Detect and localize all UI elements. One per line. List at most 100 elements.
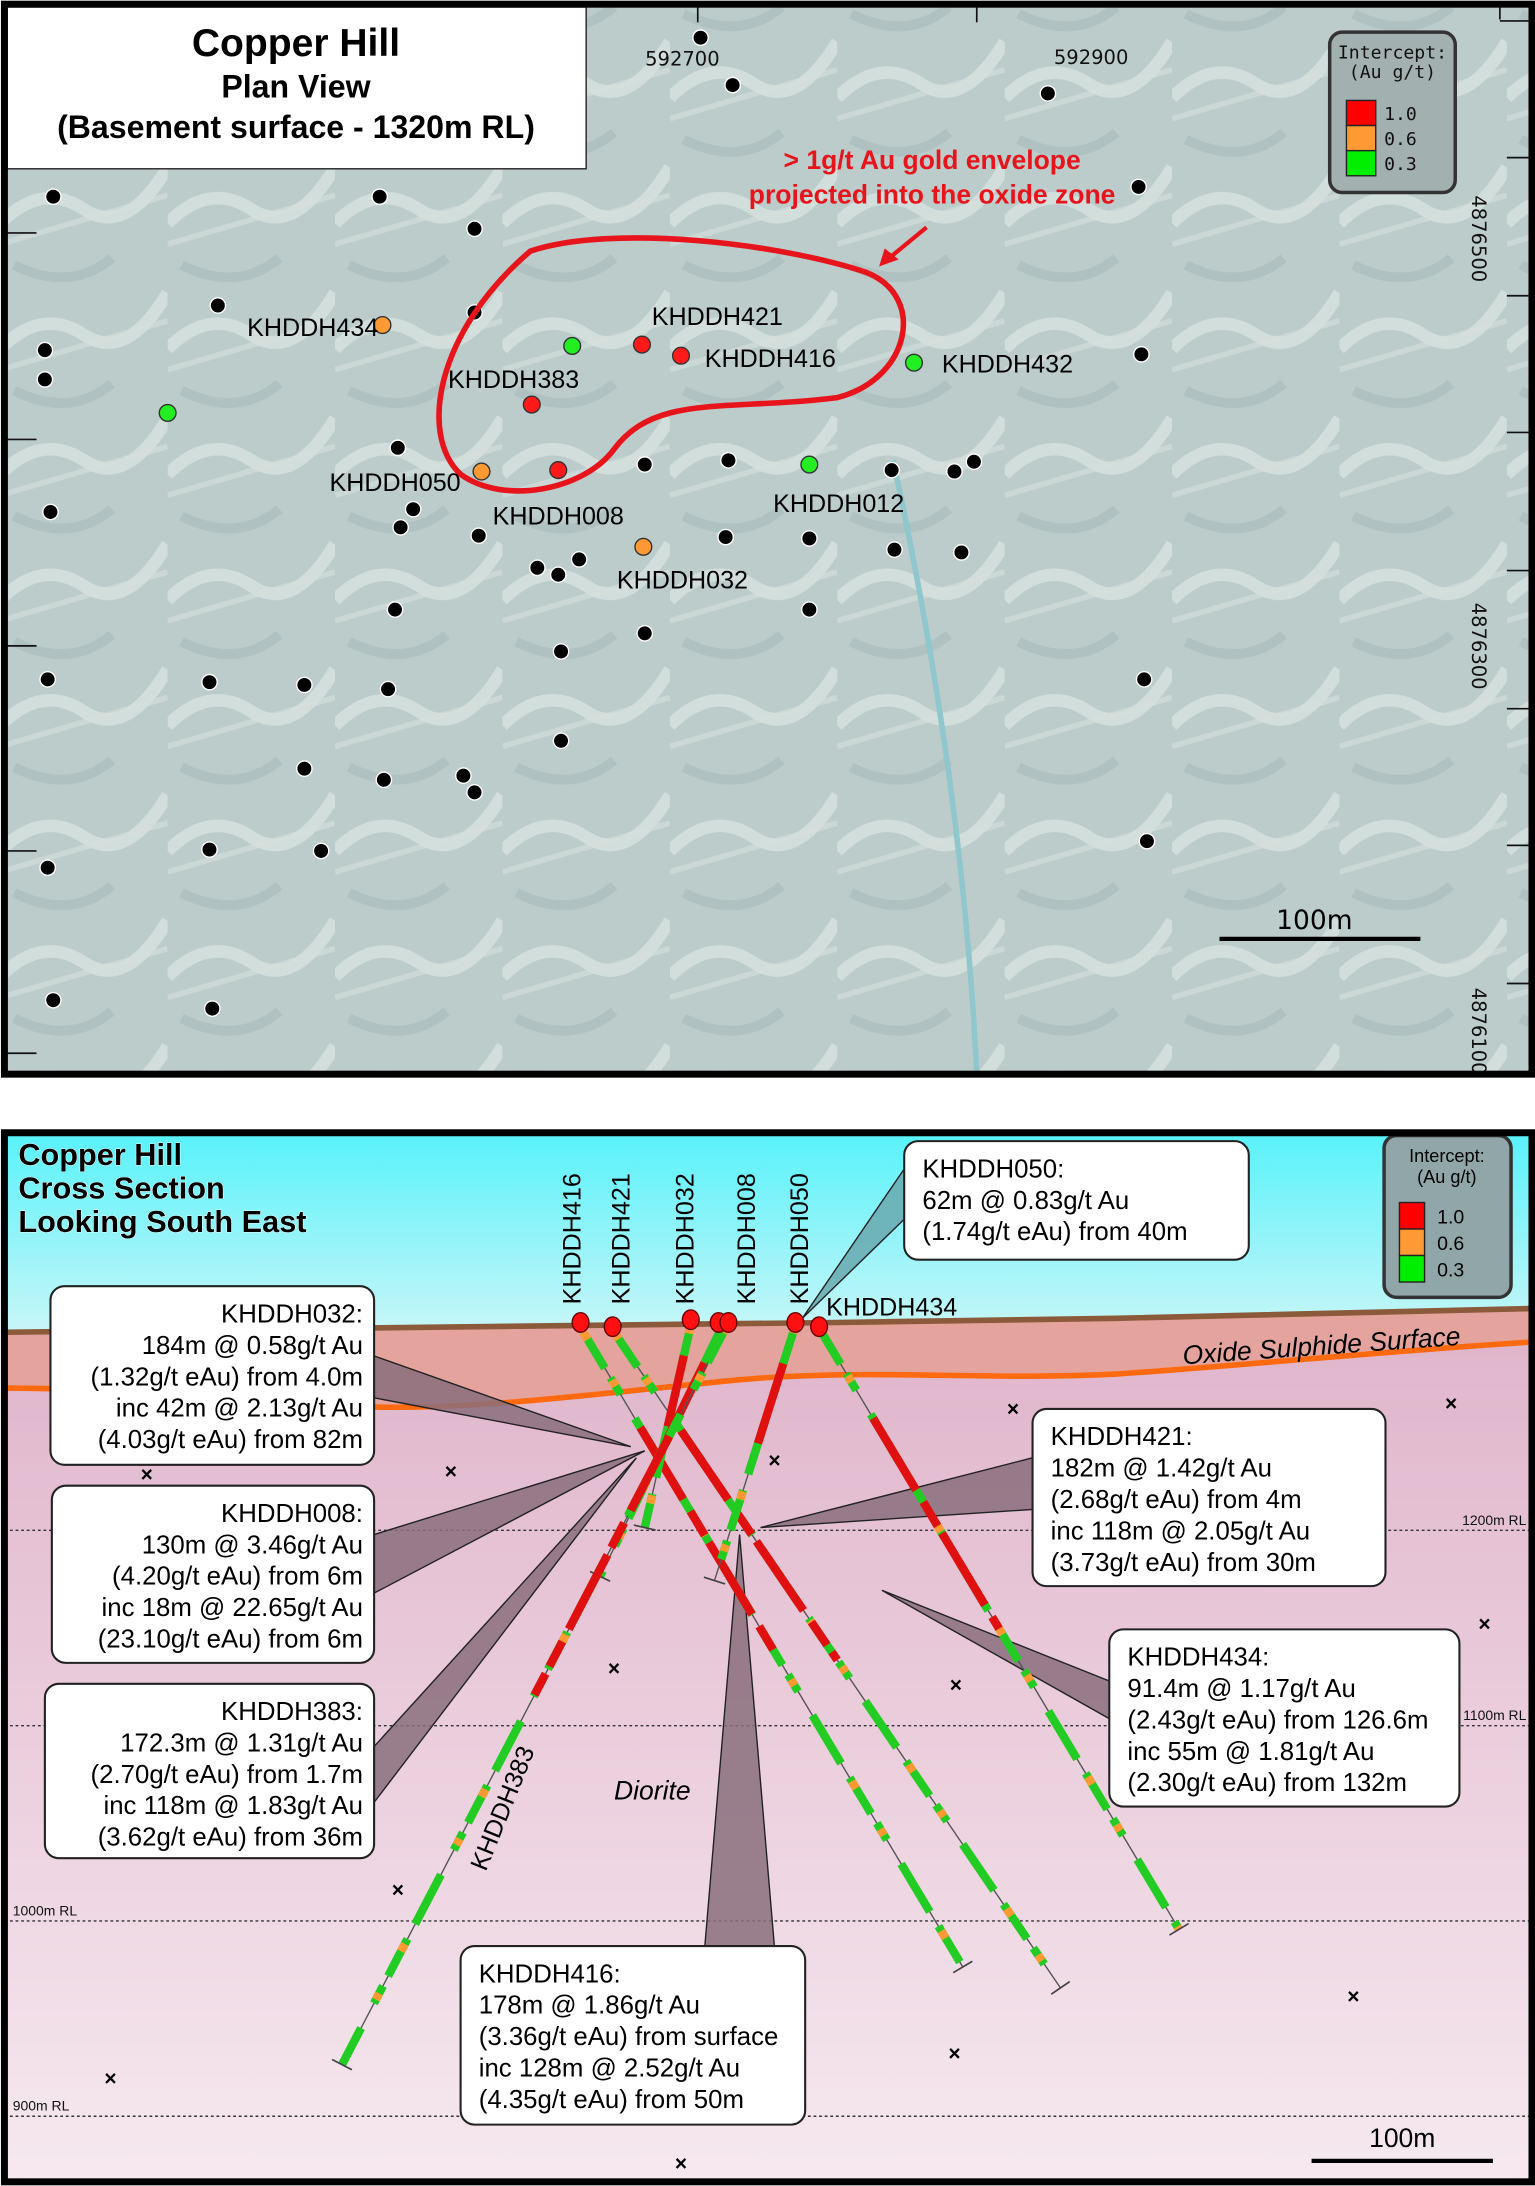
grid-ticks bbox=[5, 5, 1531, 1055]
cross-mark: × bbox=[104, 2068, 116, 2091]
callout-line: inc 55m @ 1.81g/t Au bbox=[1127, 1738, 1374, 1766]
plan-title: Copper Hill bbox=[192, 22, 400, 65]
callout-box bbox=[459, 1945, 807, 2126]
callout-box bbox=[1031, 1407, 1387, 1588]
callout-khddh032: KHDDH032:184m @ 0.58g/t Au(1.32g/t eAu) … bbox=[49, 1285, 376, 1466]
drillhole-collar-dot bbox=[312, 842, 330, 860]
callout-line: (2.70g/t eAu) from 1.7m bbox=[91, 1761, 363, 1789]
section-legend-title: Intercept: bbox=[1409, 1146, 1485, 1166]
drillhole-collar-dot bbox=[201, 673, 218, 691]
plan-label-khddh008: KHDDH008 bbox=[493, 503, 624, 531]
envelope-arrow-head bbox=[879, 248, 899, 267]
drillhole-collar-dot bbox=[201, 841, 218, 858]
envelope-note-line1: > 1g/t Au gold envelope bbox=[784, 145, 1081, 175]
drillhole-collar-dot bbox=[886, 541, 903, 559]
drillhole-collar-dot bbox=[717, 528, 735, 546]
intercept-collar-dot bbox=[373, 315, 392, 335]
plan-surface-note: (Basement surface - 1320m RL) bbox=[57, 109, 535, 145]
section-legend: Intercept: (Au g/t) 1.0 0.6 0.3 bbox=[1382, 1133, 1513, 1300]
easting-label-592700: 592700 bbox=[645, 48, 720, 71]
drillhole-collar-dot bbox=[375, 771, 393, 789]
drill-trace-khddh421 bbox=[610, 1329, 1071, 1995]
callout-line: (1.32g/t eAu) from 4.0m bbox=[91, 1363, 363, 1391]
drillhole-collar-dot bbox=[570, 551, 588, 568]
drillhole-collar-dot bbox=[203, 1000, 221, 1017]
intercept-red bbox=[869, 1416, 1003, 1631]
callout-line: KHDDH032: bbox=[221, 1300, 363, 1328]
drillhole-collar-dot bbox=[549, 566, 567, 584]
intercept-red bbox=[677, 1428, 841, 1663]
creek-line bbox=[890, 459, 980, 1075]
intercept-green bbox=[710, 1324, 800, 1582]
satellite-imagery bbox=[4, 4, 1532, 1075]
drillhole-collar-dot bbox=[295, 760, 313, 778]
end-of-hole-marker bbox=[1050, 1980, 1071, 1995]
callout-line: (3.36g/t eAu) from surface bbox=[479, 2023, 779, 2051]
drillhole-collar-dot bbox=[636, 624, 654, 642]
section-title: Copper Hill Cross Section Looking South … bbox=[18, 1136, 307, 1239]
drillhole-collar-dot bbox=[1135, 671, 1153, 688]
section-collars bbox=[571, 1309, 829, 1338]
plan-hole-labels: KHDDH434 KHDDH421 KHDDH416 KHDDH383 KHDD… bbox=[247, 303, 1073, 595]
cross-mark: × bbox=[950, 1674, 962, 1697]
callout-khddh008: KHDDH008:130m @ 3.46g/t Au(4.20g/t eAu) … bbox=[50, 1484, 376, 1664]
plan-legend-swatch-orange bbox=[1345, 124, 1377, 152]
callout-line: inc 118m @ 1.83g/t Au bbox=[103, 1792, 362, 1820]
callout-line: (4.35g/t eAu) from 50m bbox=[479, 2086, 744, 2114]
plan-legend-label-3: 0.3 bbox=[1384, 154, 1417, 175]
drillhole-collar-dot bbox=[1039, 85, 1057, 102]
section-collar bbox=[810, 1316, 829, 1338]
drillhole-collar-dot bbox=[44, 991, 62, 1009]
callout-line: 178m @ 1.86g/t Au bbox=[479, 1992, 700, 2020]
drill-trace-khddh434 bbox=[815, 1325, 1190, 1936]
callout-line: KHDDH421: bbox=[1051, 1423, 1193, 1451]
drillhole-collar-dot bbox=[800, 530, 818, 547]
plan-legend-title: Intercept: bbox=[1338, 43, 1447, 64]
callout-line: inc 128m @ 2.52g/t Au bbox=[479, 2054, 740, 2082]
drillhole-collar-dot bbox=[39, 859, 57, 877]
callout-line: 182m @ 1.42g/t Au bbox=[1051, 1455, 1272, 1483]
section-title-line1: Copper Hill bbox=[18, 1137, 182, 1172]
section-collar bbox=[786, 1312, 805, 1333]
callout-khddh050: KHDDH050:62m @ 0.83g/t Au(1.74g/t eAu) f… bbox=[903, 1140, 1250, 1261]
end-of-hole-marker bbox=[633, 1524, 656, 1531]
plan-legend-unit: (Au g/t) bbox=[1349, 62, 1436, 83]
intercept-collar-dot bbox=[634, 537, 653, 556]
section-label-khddh032: KHDDH032 bbox=[672, 1173, 700, 1304]
intercept-red bbox=[530, 1434, 674, 1697]
drillhole-collar-dot bbox=[44, 188, 62, 206]
drillhole-collar-dot bbox=[295, 676, 313, 694]
drillhole-collar-dot bbox=[379, 680, 397, 698]
drillhole-collar-dot bbox=[724, 76, 741, 94]
plan-legend-label-1: 1.0 bbox=[1384, 104, 1417, 125]
intercept-collar-dot bbox=[800, 455, 819, 474]
drillhole-collar-dot bbox=[692, 29, 709, 47]
drillhole-collar-dot bbox=[404, 500, 422, 518]
section-scale-label: 100m bbox=[1369, 2123, 1435, 2153]
callout-khddh383: KHDDH383:172.3m @ 1.31g/t Au(2.70g/t eAu… bbox=[43, 1682, 376, 1860]
cross-mark: × bbox=[1347, 1985, 1359, 2008]
drillhole-collar-dot bbox=[455, 767, 472, 785]
callout-line: KHDDH008: bbox=[221, 1500, 363, 1528]
northing-label-4876500: 4876500 bbox=[1467, 195, 1490, 282]
cross-mark: × bbox=[141, 1464, 153, 1487]
drillhole-collar-dot bbox=[209, 297, 227, 314]
intercept-collar-dot bbox=[522, 395, 541, 414]
section-label-khddh050: KHDDH050 bbox=[786, 1173, 814, 1304]
rl-label-1000: 1000m RL bbox=[13, 1902, 78, 1918]
section-collar bbox=[681, 1309, 700, 1331]
cross-mark: × bbox=[392, 1879, 404, 1902]
plan-label-khddh012: KHDDH012 bbox=[773, 490, 904, 518]
drillhole-collar-dot bbox=[528, 559, 546, 577]
plan-legend-swatch-green bbox=[1345, 149, 1377, 177]
drillhole-collar-dot bbox=[389, 439, 407, 457]
drillhole-collar-dot bbox=[1132, 345, 1150, 363]
northing-label-4876300: 4876300 bbox=[1467, 603, 1490, 690]
drillhole-collar-dot bbox=[466, 220, 483, 238]
section-collar bbox=[719, 1312, 738, 1333]
callout-khddh421: KHDDH421:182m @ 1.42g/t Au(2.68g/t eAu) … bbox=[1031, 1407, 1387, 1588]
section-label-khddh421: KHDDH421 bbox=[607, 1173, 635, 1304]
plan-label-khddh032: KHDDH032 bbox=[617, 567, 748, 595]
drillhole-collar-dot bbox=[36, 371, 54, 388]
section-frame bbox=[0, 1129, 1535, 2186]
